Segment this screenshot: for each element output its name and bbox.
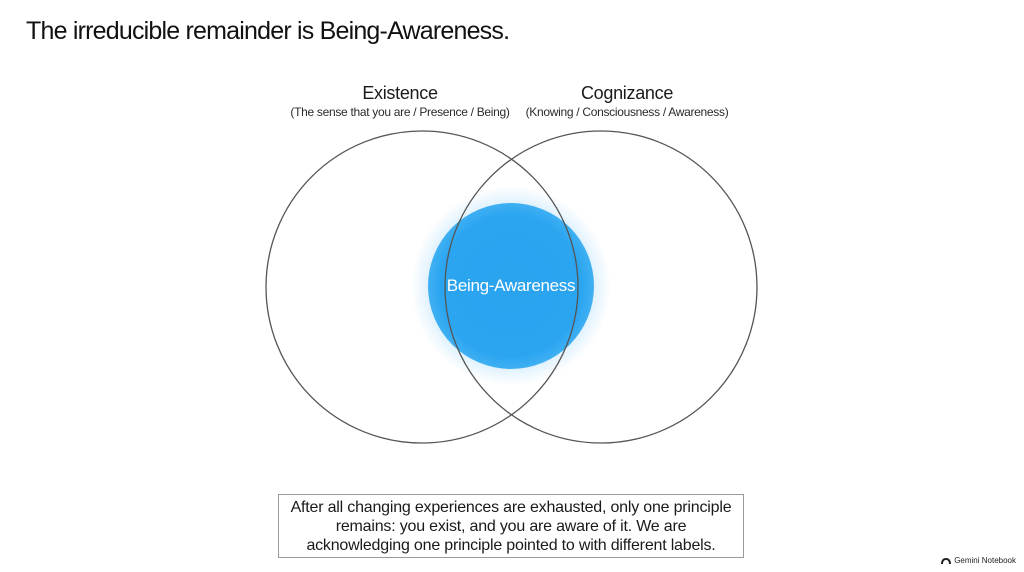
cognizance-label: Cognizance (Knowing / Consciousness / Aw… — [526, 83, 729, 119]
existence-subtitle: (The sense that you are / Presence / Bei… — [290, 105, 510, 119]
cognizance-subtitle: (Knowing / Consciousness / Awareness) — [525, 105, 729, 119]
existence-name: Existence — [362, 83, 438, 103]
cognizance-name: Cognizance — [580, 83, 674, 103]
cognizance-circle — [444, 130, 758, 444]
watermark-text: Gemini Notebook — [954, 556, 1016, 565]
existence-label: Existence (The sense that you are / Pres… — [290, 83, 510, 119]
notebook-logo-icon — [941, 557, 952, 564]
intersection-label: Being-Awareness — [446, 276, 576, 295]
existence-circle — [265, 130, 579, 444]
intersection-disc — [428, 203, 594, 369]
caption-text: After all changing experiences are exhau… — [290, 498, 732, 554]
caption-box: After all changing experiences are exhau… — [278, 494, 744, 558]
watermark: Gemini Notebook — [941, 556, 1016, 565]
slide-title: The irreducible remainder is Being-Aware… — [26, 17, 510, 45]
